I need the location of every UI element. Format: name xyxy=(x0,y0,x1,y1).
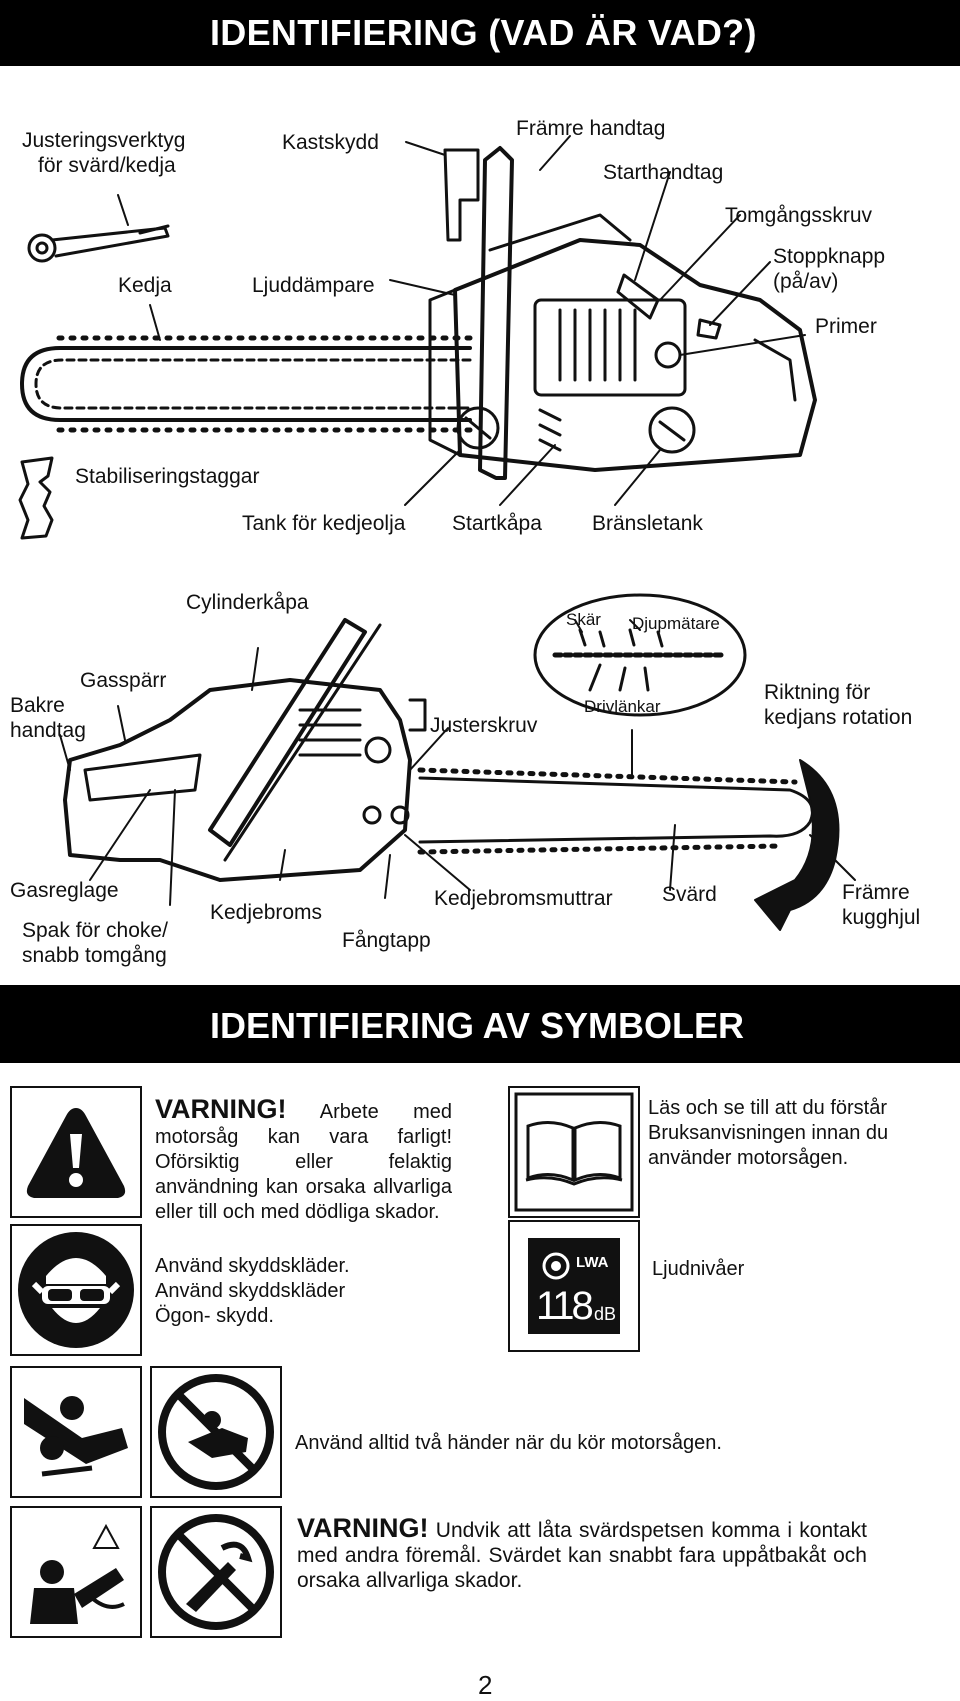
label-cutter: Skär xyxy=(566,610,601,629)
guide-bar-drawing-2 xyxy=(417,767,814,855)
label-choke-line2: snabb tomgång xyxy=(22,944,167,967)
kickback-operator-icon xyxy=(30,1523,125,1624)
label-rotation-line2: kedjans rotation xyxy=(764,706,913,729)
protective-gear-icon xyxy=(18,1232,134,1348)
symbols-header: IDENTIFIERING AV SYMBOLER xyxy=(0,985,960,1063)
noise-label: LWA xyxy=(576,1254,609,1271)
protective-gear-text: Använd skyddskläder. Använd skyddskläder… xyxy=(155,1254,465,1329)
kickback-prohibited-icon xyxy=(158,1514,274,1630)
label-cylinder-cover: Cylinderkåpa xyxy=(186,591,309,614)
protective-gear-symbol-box xyxy=(10,1224,142,1356)
front-handle-drawing-1 xyxy=(478,146,514,480)
label-choke-line1: Spak för choke/ xyxy=(22,919,168,942)
guide-bar-drawing-1 xyxy=(20,335,473,433)
one-hand-prohibited-icon xyxy=(158,1374,274,1490)
bumper-spike-drawing xyxy=(18,456,54,540)
warning-triangle-icon xyxy=(26,1108,126,1198)
label-fuel-tank: Bränsletank xyxy=(592,512,703,535)
label-sprocket-line2: kugghjul xyxy=(842,906,921,929)
label-drive-links: Drivlänkar xyxy=(584,697,661,716)
saw-body-drawing-1 xyxy=(428,213,817,472)
label-adjustment-tool-line2: för svärd/kedja xyxy=(38,154,176,177)
open-book-icon xyxy=(514,1092,634,1212)
front-handle-drawing-2 xyxy=(223,623,382,862)
kickback-guard-drawing xyxy=(443,148,480,242)
saw-body-drawing-2 xyxy=(63,678,427,882)
label-depth-gauge: Djupmätare xyxy=(632,614,720,633)
label-starter-handle: Starthandtag xyxy=(603,161,724,184)
warning-paragraph: VARNING! Arbete med motorsåg kan vara fa… xyxy=(155,1094,452,1225)
label-stop-switch-line1: Stoppknapp xyxy=(773,245,886,268)
label-kickback-guard: Kastskydd xyxy=(282,131,379,154)
label-chain: Kedja xyxy=(118,274,172,297)
label-bar: Svärd xyxy=(662,883,717,906)
read-manual-text: Läs och se till att du förstår Bruksanvi… xyxy=(648,1097,889,1169)
rotation-arrow-drawing xyxy=(754,759,840,931)
label-chain-brake: Kedjebroms xyxy=(210,901,323,924)
two-hands-correct-box xyxy=(10,1366,142,1498)
adjustment-tool-drawing xyxy=(27,224,170,263)
label-primer: Primer xyxy=(815,315,877,338)
one-hand-prohibited-box xyxy=(150,1366,282,1498)
noise-value: 118 xyxy=(536,1284,594,1328)
label-bumper-spikes: Stabiliseringstaggar xyxy=(75,465,260,488)
identification-header: IDENTIFIERING (VAD ÄR VAD?) xyxy=(0,0,960,66)
read-manual-symbol-box xyxy=(508,1086,640,1218)
two-hands-chainsaw-icon xyxy=(24,1396,128,1477)
label-idle-screw: Tomgångsskruv xyxy=(725,204,873,227)
label-throttle-trigger: Gasreglage xyxy=(10,879,119,902)
label-starter-cover: Startkåpa xyxy=(452,512,542,535)
noise-level-icon xyxy=(528,1238,620,1334)
symbols-title: IDENTIFIERING AV SYMBOLER xyxy=(210,1005,745,1046)
noise-level-symbol-box: LWA 118 dB xyxy=(508,1220,640,1352)
two-hands-text: Använd alltid två händer när du kör moto… xyxy=(295,1432,722,1454)
kickback-heading: VARNING! xyxy=(297,1513,429,1543)
label-muffler: Ljuddämpare xyxy=(252,274,375,297)
chain-brake-lever-drawing xyxy=(208,618,367,847)
noise-level-text: Ljudnivåer xyxy=(652,1258,745,1280)
warning-heading: VARNING! xyxy=(155,1094,287,1124)
protect-line-2: Använd skyddskläder xyxy=(155,1280,346,1302)
identification-title: IDENTIFIERING (VAD ÄR VAD?) xyxy=(210,12,757,53)
label-front-handle: Främre handtag xyxy=(516,117,666,140)
chain-detail-drawing xyxy=(533,593,747,717)
label-rear-handle-line2: handtag xyxy=(10,719,86,742)
label-adjustment-tool-line1: Justeringsverktyg xyxy=(22,129,186,152)
label-brake-nuts: Kedjebromsmuttrar xyxy=(434,887,613,910)
kickback-paragraph: VARNING! Undvik att låta svärdspetsen ko… xyxy=(297,1513,867,1593)
kickback-warning-box xyxy=(10,1506,142,1638)
kickback-text: Undvik att låta svärdspetsen komma i kon… xyxy=(297,1519,867,1592)
label-rotation-line1: Riktning för xyxy=(764,681,871,704)
protect-line-1: Använd skyddskläder. xyxy=(155,1255,350,1277)
chainsaw-diagram-art xyxy=(18,135,856,931)
warning-text: Arbete med motorsåg kan vara farligt! Of… xyxy=(155,1101,452,1223)
noise-unit: dB xyxy=(594,1304,617,1324)
page-number: 2 xyxy=(478,1670,493,1700)
label-chain-catcher: Fångtapp xyxy=(342,929,431,952)
kickback-prohibited-box xyxy=(150,1506,282,1638)
label-stop-switch-line2: (på/av) xyxy=(773,270,839,293)
label-throttle-lockout: Gasspärr xyxy=(80,669,167,692)
label-sprocket-line1: Främre xyxy=(842,881,910,904)
label-oil-tank: Tank för kedjeolja xyxy=(242,512,406,535)
warning-symbol-box xyxy=(10,1086,142,1218)
protect-line-3: Ögon- skydd. xyxy=(155,1305,274,1327)
label-adjust-screw: Justerskruv xyxy=(430,714,538,737)
label-rear-handle-line1: Bakre xyxy=(10,694,65,717)
